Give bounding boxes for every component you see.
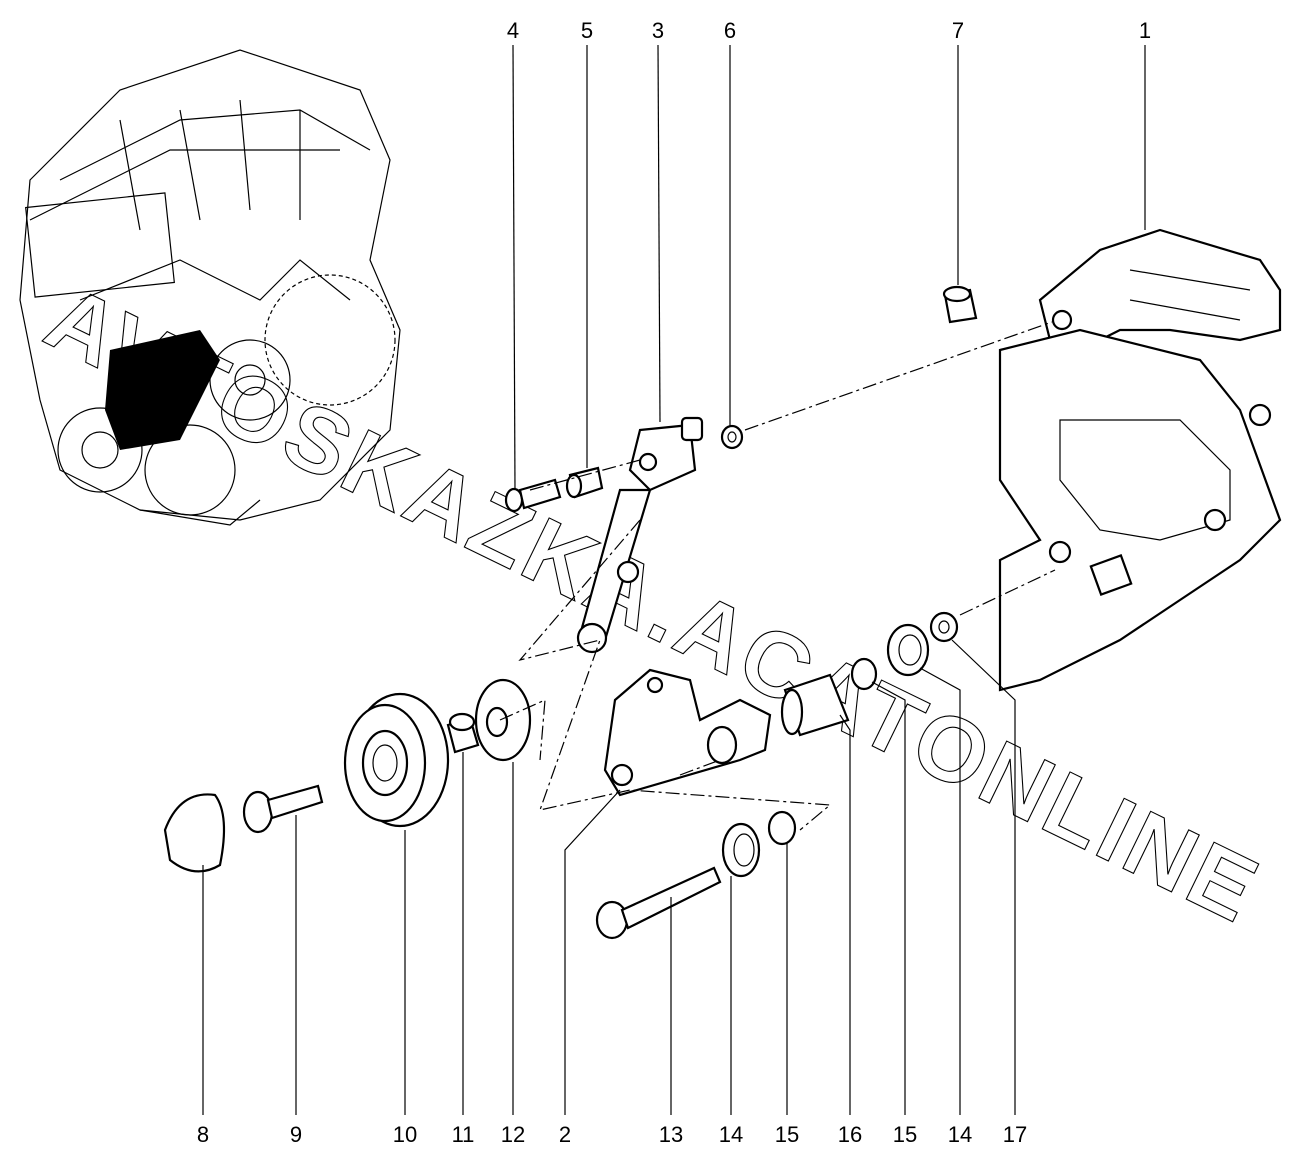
- part-10-pulley: [343, 692, 450, 828]
- callout-15-right: 15: [893, 1122, 917, 1147]
- callout-12: 12: [501, 1122, 525, 1147]
- part-3-tensioner-rod: [576, 416, 704, 654]
- part-2-tensioner-bracket: [603, 668, 772, 797]
- part-8-cap: [163, 793, 226, 873]
- part-14-ring-upper: [886, 623, 930, 677]
- callout-9: 9: [290, 1122, 302, 1147]
- part-5-sleeve: [565, 466, 604, 499]
- part-9-bolt: [242, 784, 324, 834]
- part-13-bolt: [595, 866, 722, 940]
- callout-10: 10: [393, 1122, 417, 1147]
- part-6-washer: [720, 424, 744, 450]
- callout-6: 6: [724, 18, 736, 43]
- callout-2: 2: [559, 1122, 571, 1147]
- part-16-sleeve: [780, 673, 850, 737]
- part-17-washer: [929, 611, 959, 643]
- part-11-spacer: [446, 712, 480, 754]
- callout-1: 1: [1139, 18, 1151, 43]
- part-1-bracket: [998, 228, 1282, 692]
- engine-overview-illustration: [19, 49, 401, 526]
- part-12-shield: [474, 678, 532, 762]
- callout-17: 17: [1003, 1122, 1027, 1147]
- callout-13: 13: [659, 1122, 683, 1147]
- leader-lines: [202, 44, 1146, 1115]
- part-14-ring-lower: [721, 822, 761, 878]
- callout-14: 14: [719, 1122, 743, 1147]
- callout-5: 5: [581, 18, 593, 43]
- callout-7: 7: [952, 18, 964, 43]
- part-15-bushing-lower: [767, 810, 797, 846]
- callout-14-right: 14: [948, 1122, 972, 1147]
- callout-4: 4: [507, 18, 519, 43]
- part-7-sleeve: [942, 285, 978, 324]
- part-15-bushing-upper: [850, 657, 878, 691]
- callout-3: 3: [652, 18, 664, 43]
- callout-16: 16: [838, 1122, 862, 1147]
- part-4-bolt: [504, 478, 562, 513]
- callout-15: 15: [775, 1122, 799, 1147]
- callout-11: 11: [452, 1122, 475, 1147]
- callout-8: 8: [197, 1122, 209, 1147]
